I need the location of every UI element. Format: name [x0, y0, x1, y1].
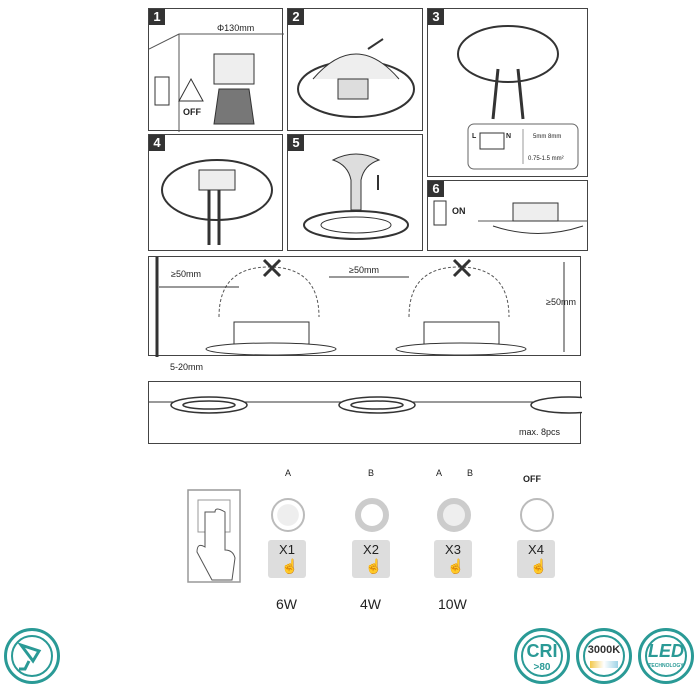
- step-number: 4: [149, 135, 165, 151]
- channel-b-label: B: [467, 468, 474, 478]
- hole-size-label: Φ130mm: [217, 23, 255, 33]
- spring-clip-illustration: [297, 38, 415, 118]
- spacing-illustration: [155, 257, 565, 357]
- lamp-ring-icon: [520, 498, 554, 532]
- off-label: OFF: [523, 474, 541, 484]
- installation-spacing-panel: ≥50mm ≥50mm ≥50mm: [148, 256, 581, 357]
- hand-pointer-icon: ☝: [447, 558, 465, 574]
- channel-a-label: A: [436, 468, 443, 478]
- lamp-ring-icon: [355, 498, 389, 532]
- step-4-panel: 4: [148, 134, 283, 251]
- press-count: X4: [528, 542, 544, 557]
- step-number: 5: [288, 135, 304, 151]
- daisy-chain-panel: max. 8pcs: [148, 381, 582, 444]
- step-5-panel: 5: [287, 134, 423, 251]
- power-on-label: ON: [452, 206, 466, 216]
- led-label: LED: [648, 641, 684, 661]
- hand-pointer-icon: ☝: [530, 558, 548, 574]
- power-label: 6W: [276, 596, 297, 612]
- power-label: 4W: [360, 596, 381, 612]
- step-number: 1: [149, 9, 165, 25]
- step-3-panel: 3 L N 5mm 8mm 0.75-1.5 mm²: [427, 8, 588, 177]
- led-sub-label: TECHNOLOGY: [648, 663, 684, 669]
- between-clearance-label: ≥50mm: [349, 265, 379, 275]
- step-6-panel: 6 ON: [427, 180, 588, 251]
- power-label: 10W: [438, 596, 467, 612]
- wiring-illustration: [457, 25, 579, 170]
- press-count: X3: [445, 542, 461, 557]
- connector-illustration: [161, 159, 273, 245]
- lamp-ring-icon: [437, 498, 471, 532]
- press-count: X1: [279, 542, 295, 557]
- spotlight-icon: [16, 642, 42, 671]
- press-x2-button[interactable]: X2☝: [352, 540, 390, 578]
- chain-illustration: [149, 396, 582, 414]
- step-1-panel: 1 Φ130mm OFF: [148, 8, 284, 132]
- press-count: X2: [363, 542, 379, 557]
- hand-pointer-icon: ☝: [365, 558, 383, 574]
- channel-a-label: A: [285, 468, 292, 478]
- press-x3-button[interactable]: X3☝: [434, 540, 472, 578]
- power-off-label: OFF: [183, 107, 201, 117]
- wire-section-label: 0.75-1.5 mm²: [528, 156, 564, 162]
- step-2-panel: 2: [287, 8, 423, 131]
- step-number: 6: [428, 181, 444, 197]
- terminal-n-label: N: [506, 133, 512, 140]
- insert-fixture-illustration: [303, 153, 409, 240]
- channel-b-label: B: [368, 468, 375, 478]
- step-number: 3: [428, 9, 444, 25]
- step-number: 2: [288, 9, 304, 25]
- press-x4-button[interactable]: X4☝: [517, 540, 555, 578]
- height-clearance-label: ≥50mm: [546, 297, 576, 307]
- max-pieces-label: max. 8pcs: [519, 427, 561, 437]
- cct-scale: [590, 661, 618, 668]
- cri-badge: CRI >80: [514, 628, 570, 684]
- power-on-illustration: [433, 200, 588, 234]
- hand-pointer-icon: ☝: [281, 558, 299, 574]
- cct-label: 3000K: [587, 644, 621, 656]
- lamp-ring-icon: [271, 498, 305, 532]
- led-badge: LED TECHNOLOGY: [638, 628, 694, 684]
- spotlight-badge-icon: [4, 628, 60, 684]
- cri-label: CRI: [526, 641, 558, 661]
- strip-length-label: 5mm 8mm: [533, 134, 562, 140]
- ceiling-thickness-label: 5-20mm: [170, 362, 204, 372]
- press-x1-button[interactable]: X1☝: [268, 540, 306, 578]
- color-temperature-badge: 3000K: [576, 628, 632, 684]
- terminal-l-label: L: [472, 133, 477, 140]
- side-clearance-label: ≥50mm: [171, 269, 201, 279]
- ceiling-hole-illustration: [149, 33, 284, 132]
- cri-value: >80: [533, 662, 551, 673]
